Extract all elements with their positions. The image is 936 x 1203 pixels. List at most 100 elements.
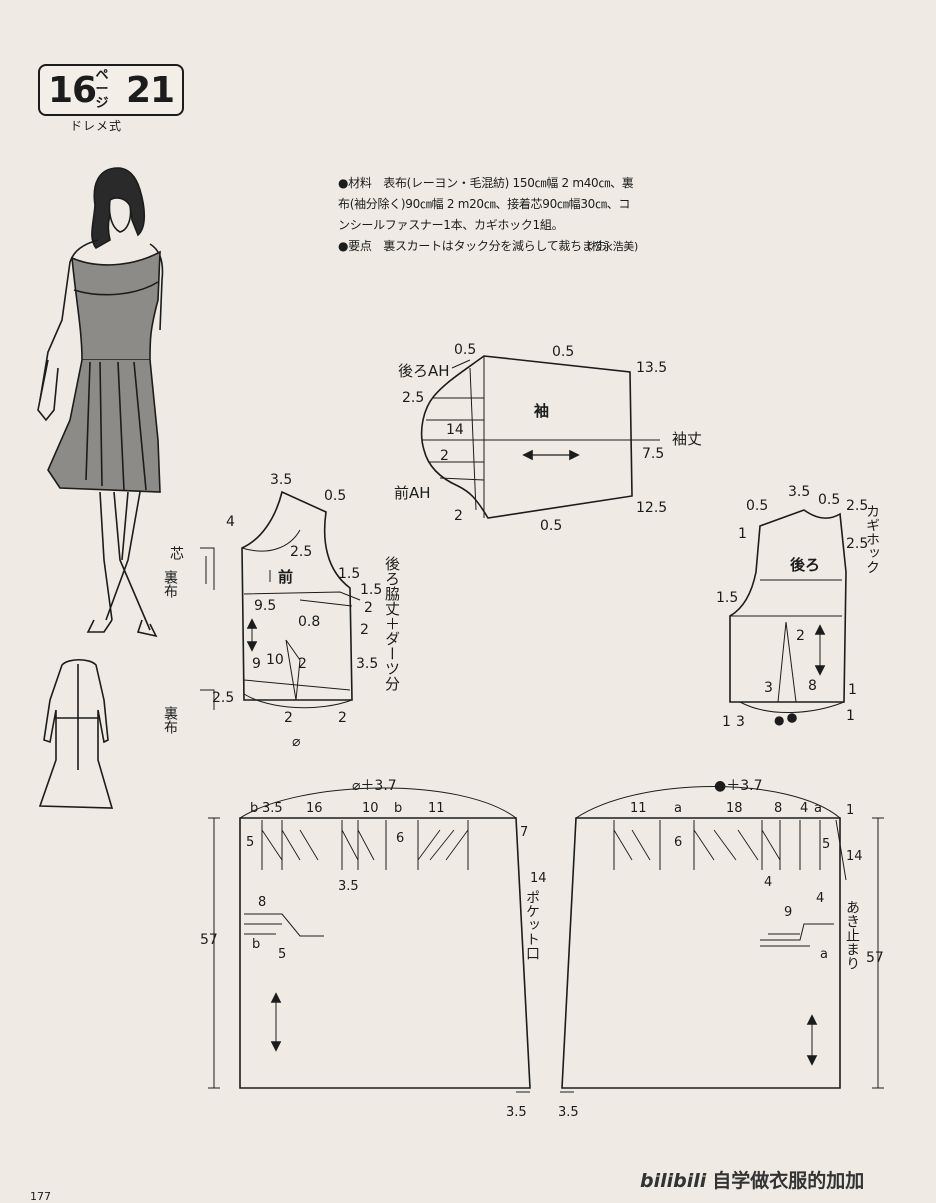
front-dim-25b: 2.5	[212, 690, 234, 706]
back-skirt-opening-label: あき止まり	[844, 900, 860, 970]
back-waist-symbol: ●	[774, 713, 784, 727]
back-skirt-dim-1: 1	[846, 803, 854, 818]
sleeve-dim-75: 7.5	[642, 446, 664, 462]
front-dim-95: 9.5	[254, 598, 276, 614]
back-skirt-dim-11: 11	[630, 801, 647, 816]
back-dim-1a: 1	[738, 526, 747, 542]
front-skirt-dim-6: 6	[396, 831, 404, 846]
sleeve-dim-25: 2.5	[402, 390, 424, 406]
back-skirt-dim-4b: 4	[764, 875, 772, 890]
front-dim-2a: 2	[364, 600, 373, 616]
sleeve-dim-05c: 0.5	[540, 518, 562, 534]
watermark-text: 自学做衣服的加加	[712, 1170, 865, 1192]
front-side-note: 後ろ脇丈＋ダーツ分	[383, 556, 401, 692]
front-skirt-dim-5b: 5	[278, 947, 286, 962]
sleeve-dim-05a: 0.5	[454, 342, 476, 358]
front-skirt-pattern	[208, 787, 531, 1093]
bilibili-logo: bilibili	[640, 1170, 707, 1192]
back-skirt-dim-4c: 4	[816, 891, 824, 906]
front-dim-25: 2.5	[290, 544, 312, 560]
front-lining-label: 裏布	[162, 569, 178, 598]
sleeve-front-ah-label: 前AH	[394, 484, 431, 502]
back-skirt-dim-57: 57	[866, 950, 884, 966]
back-dim-25a: 2.5	[846, 498, 868, 514]
front-dim-4: 4	[226, 514, 235, 530]
sleeve-dim-2a: 2	[440, 448, 449, 464]
front-skirt-b2: b	[394, 801, 402, 816]
front-skirt-b1: b	[250, 801, 258, 816]
back-skirt-a1: a	[674, 801, 682, 816]
front-dim-10: 10	[266, 652, 284, 668]
badge-page-label: ページ	[95, 68, 109, 111]
back-skirt-a3: a	[820, 947, 828, 962]
back-skirt-dim-5: 5	[822, 837, 830, 852]
badge-subtitle: ドレメ式	[70, 119, 123, 133]
front-dim-08: 0.8	[298, 614, 320, 630]
front-dim-15b: 1.5	[360, 582, 382, 598]
back-skirt-dim-6: 6	[674, 835, 682, 850]
credit-text: (松永浩美)	[587, 240, 638, 253]
page-badge: 16 ページ 21	[38, 64, 184, 116]
back-dim-3b: 3	[736, 714, 745, 730]
front-dim-15a: 1.5	[338, 566, 360, 582]
front-lining-label-2: 裏布	[162, 705, 178, 734]
back-hook-label: カギホック	[864, 504, 880, 574]
back-name: 後ろ	[789, 556, 820, 574]
front-waist-symbol: ⌀	[292, 734, 301, 750]
back-dim-1d: 1	[846, 708, 855, 724]
back-dim-05a: 0.5	[746, 498, 768, 514]
back-dim-35: 3.5	[788, 484, 810, 500]
back-dim-15: 1.5	[716, 590, 738, 606]
dress-illustration	[37, 167, 164, 638]
front-dim-9: 9	[252, 656, 261, 672]
back-skirt-a2: a	[814, 801, 822, 816]
materials-notes: ●材料 表布(レーヨン・毛混紡) 150㎝幅 2 m40㎝、裏布(袖分除く)90…	[338, 173, 638, 257]
front-dim-35b: 3.5	[356, 656, 378, 672]
back-dim-05b: 0.5	[818, 492, 840, 508]
badge-right-number: 21	[126, 70, 175, 111]
sleeve-dim-2b: 2	[454, 508, 463, 524]
back-skirt-dim-18: 18	[726, 801, 743, 816]
back-skirt-dim-9: 9	[784, 905, 792, 920]
back-skirt-dim-35: 3.5	[558, 1105, 579, 1120]
front-skirt-dim-14: 14	[530, 871, 547, 886]
front-dim-2c: 2	[298, 656, 307, 672]
page-number: 177	[30, 1190, 51, 1203]
back-skirt-dim-14: 14	[846, 849, 863, 864]
front-skirt-dim-16: 16	[306, 801, 323, 816]
sleeve-back-ah-label: 後ろAH	[398, 362, 450, 380]
back-dim-2: 2	[796, 628, 805, 644]
sleeve-dim-14: 14	[446, 422, 464, 438]
front-skirt-waist: ⌀＋3.7	[352, 778, 397, 794]
back-skirt-pattern	[560, 786, 884, 1093]
front-name: 前	[278, 568, 293, 586]
front-skirt-dim-7: 7	[520, 825, 528, 840]
front-dim-2e: 2	[338, 710, 347, 726]
front-bodice-pattern	[200, 490, 361, 710]
points-text: ●要点 裏スカートはタック分を減らして裁ちます。	[338, 239, 616, 253]
back-skirt-dim-4: 4	[800, 801, 808, 816]
front-skirt-dim-57: 57	[200, 932, 218, 948]
sleeve-pattern	[420, 355, 660, 519]
front-skirt-b3: b	[252, 937, 260, 952]
front-skirt-pocket-label: ポケット口	[524, 890, 540, 960]
front-dim-2d: 2	[284, 710, 293, 726]
sleeve-length-label: 袖丈	[672, 430, 702, 448]
back-dim-3: 3	[764, 680, 773, 696]
back-dim-25b: 2.5	[846, 536, 868, 552]
back-dim-1b: 1	[848, 682, 857, 698]
sleeve-name: 袖	[534, 402, 549, 420]
front-skirt-dim-5: 5	[246, 835, 254, 850]
back-dim-8: 8	[808, 678, 817, 694]
sleeve-dim-135: 13.5	[636, 360, 667, 376]
front-skirt-dim-35c: 3.5	[506, 1105, 527, 1120]
back-skirt-dim-8: 8	[774, 801, 782, 816]
front-skirt-dim-10: 10	[362, 801, 379, 816]
back-skirt-waist: ●＋3.7	[714, 778, 762, 794]
front-skirt-dim-8: 8	[258, 895, 266, 910]
back-dim-1c: 1	[722, 714, 731, 730]
back-bodice-pattern	[729, 509, 847, 723]
